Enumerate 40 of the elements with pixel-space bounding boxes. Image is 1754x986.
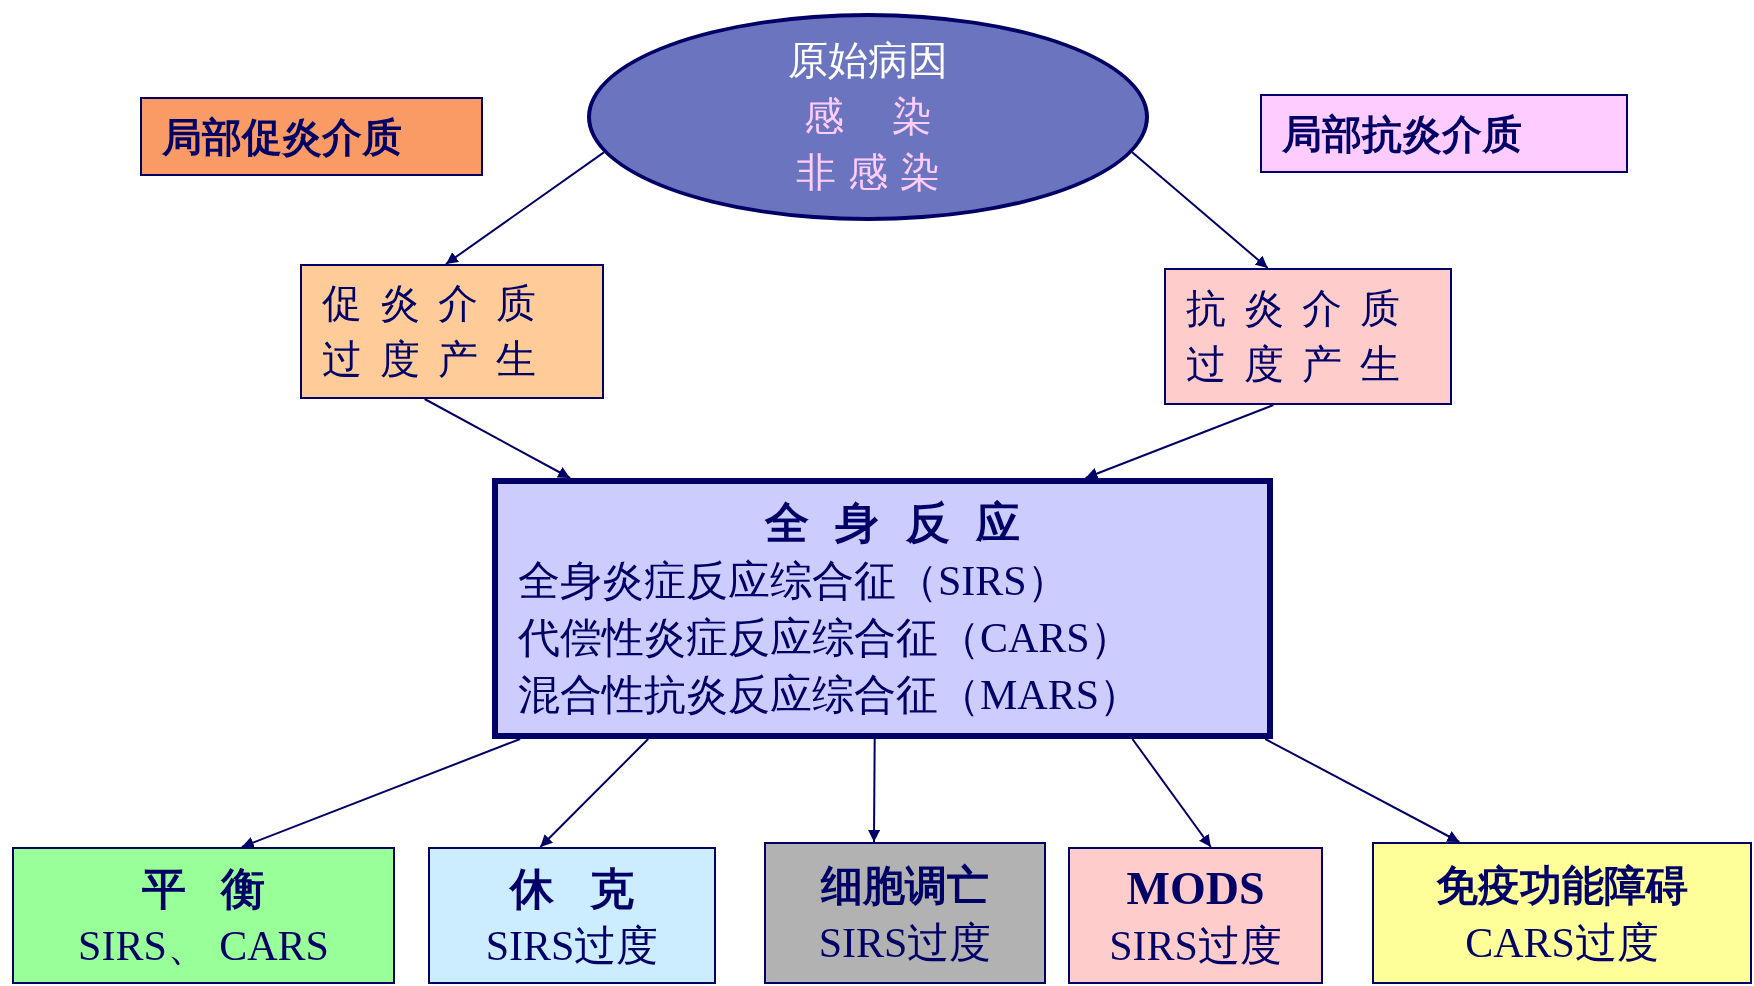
- arrow: [1131, 738, 1212, 848]
- node-text: 全身反应: [763, 496, 1047, 550]
- arrow: [444, 151, 605, 265]
- node-text: 休克: [508, 861, 669, 916]
- node-text: 细胞调亡: [821, 860, 989, 912]
- arrow: [423, 398, 572, 479]
- node-text: 混合性抗炎反应综合征（MARS）: [518, 671, 1142, 720]
- node-text: MODS: [1126, 861, 1265, 916]
- node-text: CARS过度: [1465, 919, 1659, 968]
- node-text: 平衡: [140, 861, 301, 916]
- process-box: [492, 478, 1273, 739]
- result-box: [1068, 847, 1323, 984]
- arrow: [1264, 738, 1461, 843]
- node-text: 促炎介质过度产生: [322, 279, 555, 384]
- node-text: SIRS过度: [485, 921, 659, 971]
- arrow: [539, 738, 650, 848]
- result-box: [764, 842, 1046, 984]
- node-text: 全身炎症反应综合征（SIRS）: [518, 557, 1069, 606]
- result-box: [1372, 842, 1752, 984]
- node-text: 抗炎介质过度产生: [1186, 284, 1419, 389]
- arrow: [1084, 404, 1275, 480]
- label-box: [1260, 94, 1628, 173]
- node-text: 原始病因: [788, 37, 948, 85]
- result-box: [12, 847, 395, 984]
- node-text: 局部抗炎介质: [1282, 109, 1522, 159]
- process-box: [1164, 268, 1452, 405]
- node-text: SIRS、 CARS: [78, 921, 329, 971]
- node-text: 局部促炎介质: [162, 112, 402, 162]
- process-box: [300, 264, 604, 399]
- node-text: 感染: [803, 93, 980, 141]
- arrow: [240, 738, 522, 849]
- node-text: SIRS过度: [818, 919, 992, 968]
- arrow: [868, 738, 881, 843]
- arrow: [1131, 151, 1269, 269]
- node-text: 代偿性炎症反应综合征（CARS）: [518, 614, 1132, 663]
- node-text: 免疫功能障碍: [1436, 860, 1688, 912]
- node-text: 非感染: [795, 149, 952, 197]
- node-text: SIRS过度: [1109, 921, 1282, 971]
- label-box: [140, 97, 483, 176]
- result-box: [428, 847, 716, 984]
